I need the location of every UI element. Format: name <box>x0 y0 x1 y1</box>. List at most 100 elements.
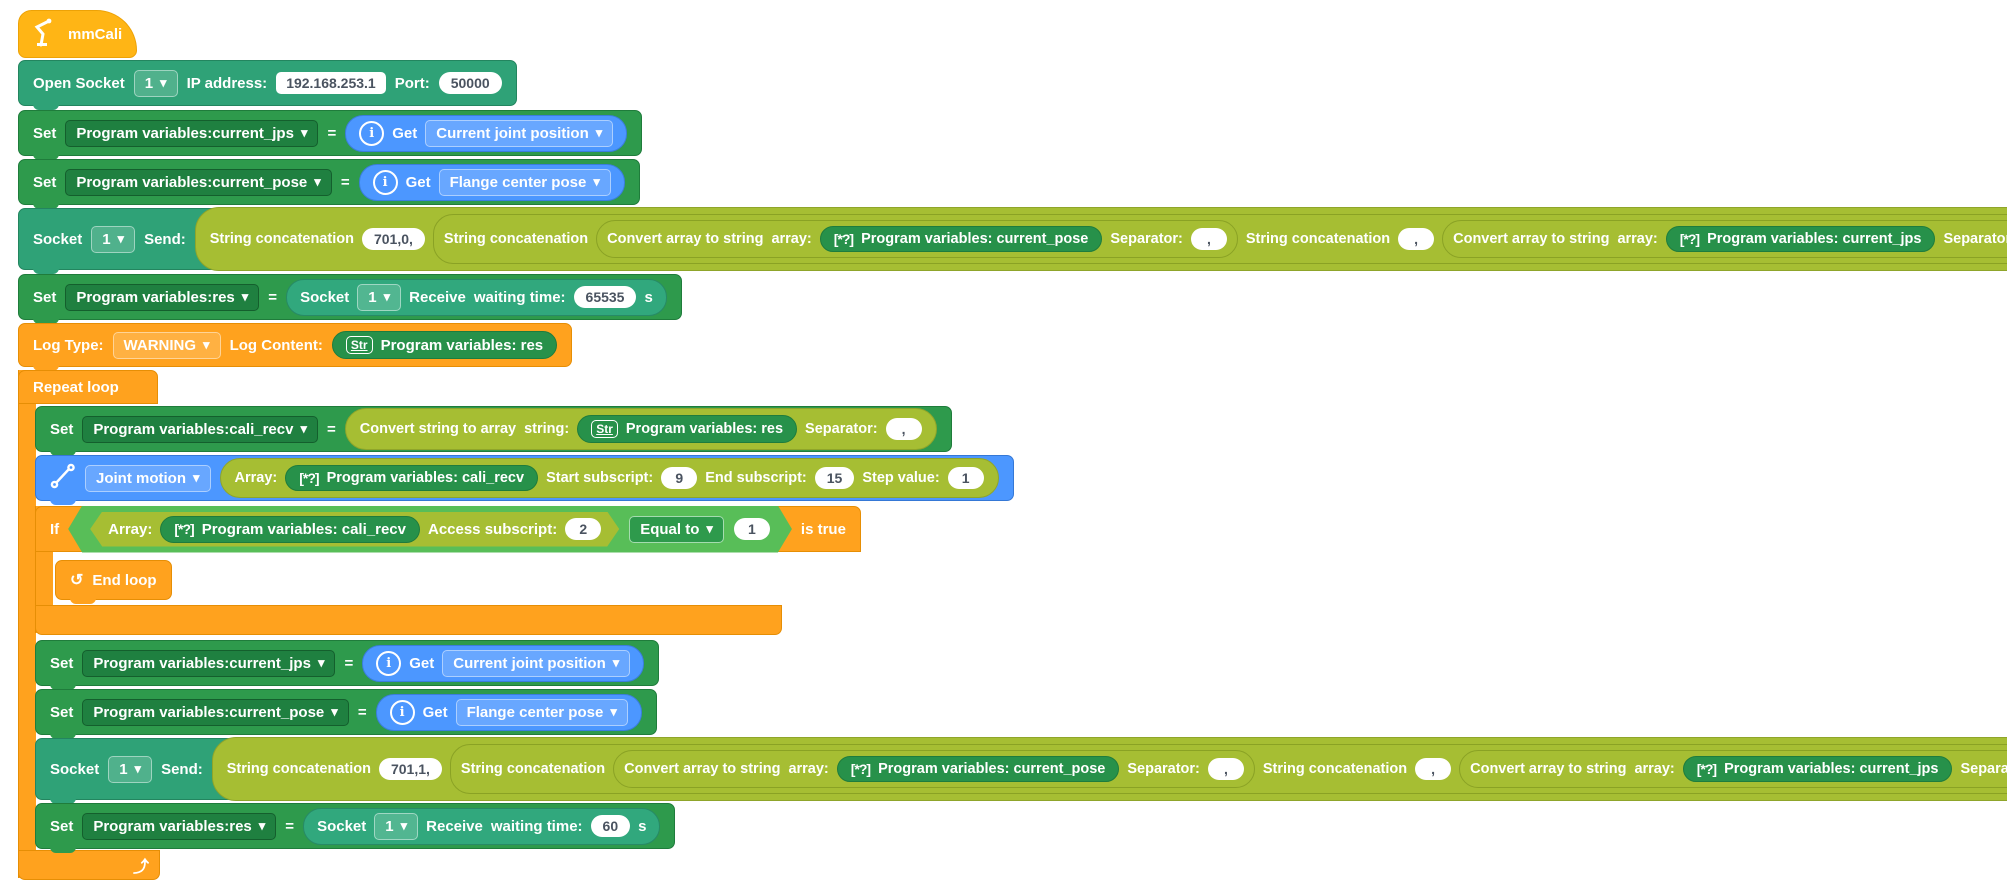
set-current-pose-block[interactable]: Set Program variables:current_pose = i G… <box>18 159 640 209</box>
array-slice-reporter[interactable]: Array: [*?] Program variables: cali_recv… <box>219 458 999 498</box>
get-flange-pose-reporter[interactable]: i Get Flange center pose <box>358 163 625 201</box>
log-type-dropdown[interactable]: WARNING <box>112 331 221 359</box>
log-block[interactable]: Log Type: WARNING Log Content: Str Progr… <box>18 323 573 371</box>
concat-label: String concatenation <box>443 231 589 247</box>
set-current-pose-block[interactable]: Set Program variables:current_pose = i G… <box>35 689 657 739</box>
set-current-jps-block[interactable]: Set Program variables:current_jps = i Ge… <box>35 640 660 690</box>
separator-input[interactable]: , <box>885 418 922 440</box>
convert-array-reporter[interactable]: Convert array to string array: [*?] Prog… <box>1459 750 2007 788</box>
concat-value-input[interactable]: , <box>1398 228 1435 250</box>
get-label: Get <box>409 654 435 672</box>
concat-value-input[interactable]: 701,1, <box>378 758 442 780</box>
socket-send-block-2[interactable]: Socket 1 Send: String concatenation 701,… <box>35 737 2007 804</box>
set-current-jps-block[interactable]: Set Program variables:current_jps = i Ge… <box>18 110 643 160</box>
convert-array-reporter[interactable]: Convert array to string array: [*?] Prog… <box>1442 220 2007 258</box>
separator-input[interactable]: , <box>1190 228 1227 250</box>
equals-sign: = <box>357 703 367 721</box>
socket-number-dropdown[interactable]: 1 <box>133 69 178 97</box>
timeout-input[interactable]: 60 <box>590 815 631 837</box>
end-loop-block[interactable]: ↺ End loop <box>55 560 172 604</box>
array-access-reporter[interactable]: Array: [*?] Program variables: cali_recv… <box>90 512 619 547</box>
variable-dropdown[interactable]: Program variables:current_pose <box>65 168 332 196</box>
variable-pill[interactable]: [*?] Program variables: current_jps <box>1665 226 1936 252</box>
string-concat-reporter[interactable]: String concatenation Convert array to st… <box>449 744 2007 794</box>
concat-label: String concatenation <box>460 761 606 777</box>
access-subscript-label: Access subscript: <box>427 520 558 538</box>
get-joint-position-reporter[interactable]: i Get Current joint position <box>362 644 645 682</box>
array-icon: [*?] <box>833 231 854 247</box>
concat-value-input[interactable]: , <box>1415 758 1452 780</box>
socket-receive-reporter[interactable]: Socket 1 Receive waiting time: 60 s <box>303 807 661 845</box>
variable-pill[interactable]: [*?] Program variables: cali_recv <box>160 516 420 543</box>
variable-dropdown[interactable]: Program variables:res <box>82 812 277 840</box>
set-res-block-1[interactable]: Set Program variables:res = Socket 1 Rec… <box>18 274 682 324</box>
if-block-header[interactable]: If Array: [*?] Program variables: cali_r… <box>35 506 861 552</box>
if-block-footer[interactable] <box>35 605 782 635</box>
robot-arm-icon <box>33 17 59 51</box>
motion-type-dropdown[interactable]: Joint motion <box>85 464 211 492</box>
ip-address-input[interactable]: 192.168.253.1 <box>276 72 386 94</box>
end-subscript-label: End subscript: <box>705 470 807 486</box>
end-subscript-input[interactable]: 15 <box>814 467 855 489</box>
send-label: Send: <box>161 760 203 778</box>
equals-sign: = <box>327 124 337 142</box>
socket-send-block-1[interactable]: Socket 1 Send: String concatenation 701,… <box>18 207 2007 274</box>
open-socket-block[interactable]: Open Socket 1 IP address: 192.168.253.1 … <box>18 60 517 110</box>
variable-dropdown[interactable]: Program variables:res <box>65 283 260 311</box>
variable-dropdown[interactable]: Program variables:current_pose <box>82 698 349 726</box>
socket-label: Socket <box>33 230 83 248</box>
get-value-dropdown[interactable]: Current joint position <box>442 649 631 677</box>
repeat-loop-spine[interactable] <box>18 370 36 878</box>
step-value-input[interactable]: 1 <box>947 467 984 489</box>
get-value-dropdown[interactable]: Flange center pose <box>455 698 628 726</box>
socket-number-dropdown[interactable]: 1 <box>91 225 136 253</box>
separator-label: Separator: <box>1110 231 1183 247</box>
separator-label: Separator: <box>805 421 878 437</box>
concat-label: String concatenation <box>1262 761 1408 777</box>
string-variable-pill[interactable]: Str Program variables: res <box>577 415 798 443</box>
convert-array-reporter[interactable]: Convert array to string array: [*?] Prog… <box>613 750 1255 788</box>
start-subscript-input[interactable]: 9 <box>661 467 698 489</box>
get-label: Get <box>422 703 448 721</box>
socket-number-dropdown[interactable]: 1 <box>357 283 402 311</box>
comparison-operator-dropdown[interactable]: Equal to <box>629 516 724 543</box>
access-subscript-input[interactable]: 2 <box>565 518 601 540</box>
variable-pill[interactable]: [*?] Program variables: current_pose <box>819 226 1103 252</box>
repeat-loop-header[interactable]: Repeat loop <box>18 370 158 404</box>
get-flange-pose-reporter[interactable]: i Get Flange center pose <box>375 693 642 731</box>
get-value-dropdown[interactable]: Flange center pose <box>438 168 611 196</box>
set-res-block-2[interactable]: Set Program variables:res = Socket 1 Rec… <box>35 803 676 853</box>
concat-value-input[interactable]: 701,0, <box>361 228 425 250</box>
variable-pill[interactable]: [*?] Program variables: current_jps <box>1682 756 1953 782</box>
get-value-dropdown[interactable]: Current joint position <box>425 119 614 147</box>
variable-dropdown[interactable]: Program variables:cali_recv <box>82 415 318 443</box>
variable-dropdown[interactable]: Program variables:current_jps <box>65 119 319 147</box>
repeat-loop-footer[interactable]: ⤴ <box>18 850 160 880</box>
string-variable-pill[interactable]: Str Program variables: res <box>331 331 558 359</box>
equals-sign: = <box>344 654 354 672</box>
comparison-condition[interactable]: Array: [*?] Program variables: cali_recv… <box>68 506 792 553</box>
hat-block-mmcali[interactable]: mmCali <box>18 10 138 58</box>
variable-pill[interactable]: [*?] Program variables: current_pose <box>836 756 1120 782</box>
set-cali-recv-block[interactable]: Set Program variables:cali_recv = Conver… <box>35 406 952 456</box>
joint-motion-block[interactable]: Joint motion Array: [*?] Program variabl… <box>35 455 1014 505</box>
string-concat-reporter[interactable]: String concatenation Convert array to st… <box>432 214 2007 264</box>
string-concat-reporter[interactable]: String concatenation 701,1, String conca… <box>211 737 2007 801</box>
socket-number-dropdown[interactable]: 1 <box>108 755 153 783</box>
convert-string-reporter[interactable]: Convert string to array string: Str Prog… <box>344 408 937 450</box>
info-icon: i <box>389 699 415 725</box>
timeout-input[interactable]: 65535 <box>573 286 637 308</box>
get-joint-position-reporter[interactable]: i Get Current joint position <box>345 114 628 152</box>
separator-input[interactable]: , <box>1207 758 1244 780</box>
comparison-value-input[interactable]: 1 <box>734 518 770 540</box>
port-input[interactable]: 50000 <box>438 72 502 94</box>
variable-pill[interactable]: [*?] Program variables: cali_recv <box>285 465 539 491</box>
socket-number-dropdown[interactable]: 1 <box>374 812 419 840</box>
hat-title: mmCali <box>68 25 123 43</box>
convert-array-reporter[interactable]: Convert array to string array: [*?] Prog… <box>596 220 1238 258</box>
variable-dropdown[interactable]: Program variables:current_jps <box>82 649 336 677</box>
array-param-label: array: <box>1617 231 1658 247</box>
string-concat-reporter[interactable]: String concatenation 701,0, String conca… <box>194 207 2007 271</box>
socket-receive-reporter[interactable]: Socket 1 Receive waiting time: 65535 s <box>286 278 667 316</box>
